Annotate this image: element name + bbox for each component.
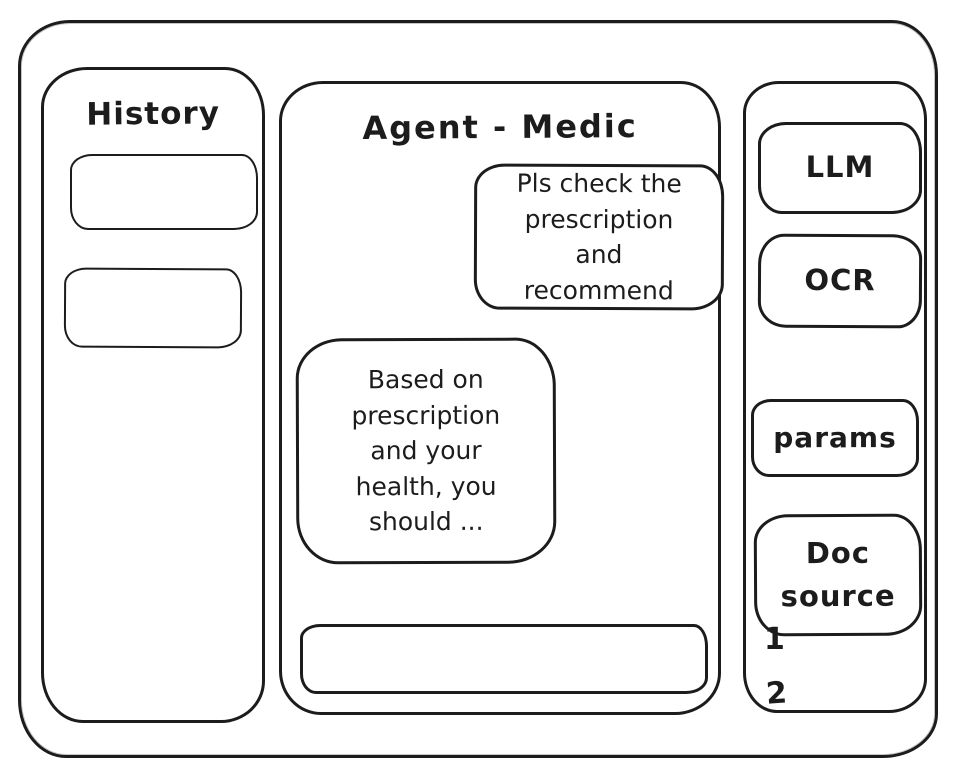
history-item[interactable]	[70, 154, 258, 230]
chat-input[interactable]	[300, 624, 708, 694]
chat-title: Agent - Medic	[362, 107, 638, 147]
history-item[interactable]	[63, 267, 243, 349]
llm-button[interactable]: LLM	[758, 122, 922, 214]
ocr-button[interactable]: OCR	[757, 233, 923, 329]
doc-source-item-1[interactable]: 1	[764, 622, 785, 657]
agent-message-bubble: Based on prescription and your health, y…	[295, 337, 557, 565]
user-message-bubble: Pls check the prescription and recommend	[473, 163, 725, 311]
chat-panel: Agent - Medic Pls check the prescription…	[279, 81, 725, 715]
tools-sidebar: LLM OCR params Doc source 1 2	[743, 81, 927, 713]
history-sidebar: History	[41, 67, 265, 723]
history-title: History	[86, 95, 221, 133]
params-button[interactable]: params	[751, 399, 919, 477]
doc-source-button[interactable]: Doc source	[753, 513, 923, 637]
doc-source-item-2[interactable]: 2	[764, 675, 789, 712]
app-window: History Agent - Medic Pls check the pres…	[18, 20, 938, 758]
